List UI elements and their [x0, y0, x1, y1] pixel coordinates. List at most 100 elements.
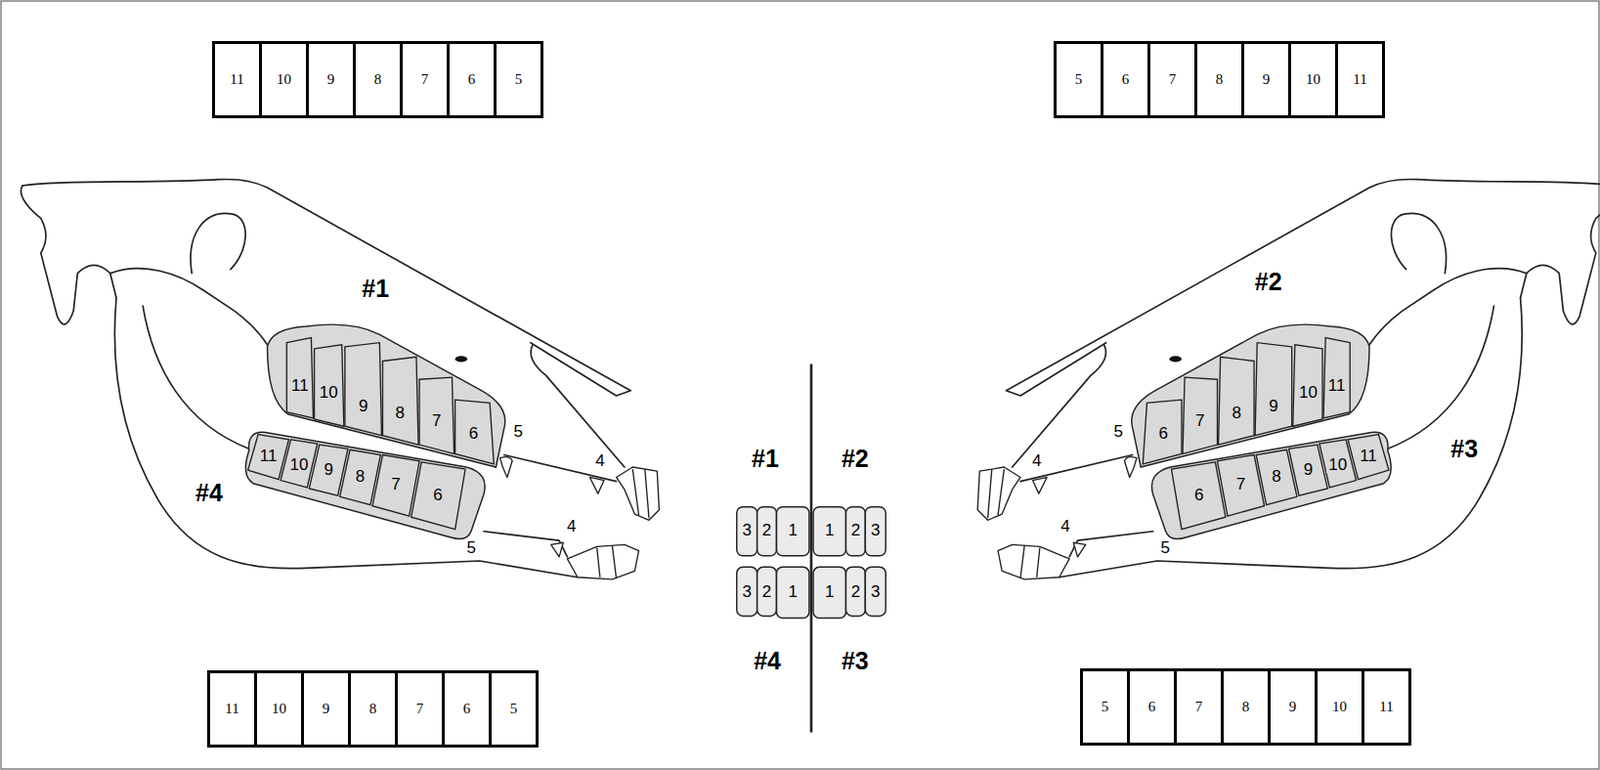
quadrant-label: #2 [839, 446, 871, 472]
tooth-number: 11 [258, 447, 280, 465]
tooth-number: 5 [465, 539, 478, 557]
tooth-chart-cell: 9 [1241, 41, 1292, 119]
cell-number: 8 [1215, 71, 1224, 88]
incisor [757, 566, 778, 616]
cell-number: 11 [1379, 698, 1393, 716]
tooth-number: 10 [287, 456, 310, 474]
tooth-number: 7 [1193, 412, 1207, 430]
incisor-number: 1 [785, 521, 799, 539]
incisor [813, 566, 846, 618]
cell-number: 7 [416, 700, 425, 718]
cell-number: 11 [224, 700, 239, 718]
incisor-number: 3 [868, 583, 882, 601]
incisor-number: 1 [785, 583, 799, 601]
cell-number: 5 [510, 700, 519, 718]
tooth-chart-cell: 9 [1267, 668, 1318, 746]
tooth-chart-cell: 8 [352, 41, 403, 119]
incisor-number: 2 [760, 583, 774, 601]
tooth-number: 9 [321, 461, 335, 478]
tooth-number: 7 [430, 412, 443, 430]
quadrant-label: #3 [1448, 436, 1480, 462]
tooth-chart-cell: 5 [1053, 41, 1104, 119]
cell-number: 6 [468, 71, 476, 88]
tooth-number: 11 [289, 377, 311, 394]
tooth-number: 11 [1357, 447, 1380, 465]
tooth-chart-cell: 11 [1361, 668, 1412, 746]
cell-number: 11 [229, 71, 244, 88]
tooth-number: 8 [1230, 404, 1244, 422]
tooth-number: 4 [564, 518, 578, 535]
cell-number: 9 [1262, 71, 1271, 88]
tooth-number: 10 [1326, 456, 1349, 474]
tooth-chart-cell: 6 [1126, 668, 1177, 746]
tooth-chart-cell: 5 [1080, 668, 1130, 746]
incisor [776, 566, 809, 618]
cell-number: 10 [1305, 71, 1321, 88]
tooth-number: 7 [1234, 475, 1248, 493]
tooth-chart-cell: 6 [446, 41, 497, 119]
tooth-chart-cell: 10 [1288, 41, 1339, 119]
tooth-chart-cell: 11 [207, 670, 258, 748]
incisor [736, 507, 758, 557]
cell-number: 8 [369, 700, 378, 718]
incisor [757, 507, 778, 557]
tooth-chart-cell: 11 [212, 41, 262, 119]
incisor [813, 507, 846, 557]
tooth-chart-cell: 11 [1335, 41, 1385, 119]
tooth-chart-cell: 10 [1314, 668, 1365, 746]
tooth-number: 4 [593, 452, 606, 470]
incisor-number: 2 [849, 521, 863, 539]
tooth-number: 8 [393, 404, 407, 422]
quadrant-label: #4 [193, 480, 225, 506]
tooth-number: 4 [1030, 452, 1043, 470]
tooth-number: 9 [1301, 461, 1315, 478]
tooth-chart-cell: 10 [254, 670, 304, 748]
tooth-chart-cell: 7 [1147, 41, 1198, 119]
cell-number: 5 [515, 71, 523, 88]
cell-number: 6 [463, 700, 472, 718]
cell-number: 8 [1242, 698, 1251, 716]
cell-number: 6 [1122, 71, 1130, 88]
midline [810, 364, 814, 734]
tooth-chart-cell: 8 [347, 670, 398, 748]
cell-number: 9 [1289, 698, 1298, 716]
incisor-number: 2 [760, 521, 774, 539]
incisor [845, 566, 865, 616]
quadrant-label: #3 [839, 648, 871, 674]
tooth-number: 10 [1297, 384, 1320, 401]
incisor-number: 3 [868, 521, 882, 539]
incisor-number: 1 [822, 583, 836, 601]
incisor [845, 507, 865, 557]
quadrant-label: #1 [749, 446, 781, 472]
tooth-chart-cell: 6 [441, 670, 492, 748]
tooth-chart-cell: 5 [488, 670, 539, 748]
tooth-number: 11 [1326, 377, 1348, 394]
cell-number: 10 [271, 700, 287, 718]
cell-number: 5 [1075, 71, 1083, 88]
incisor [776, 507, 809, 557]
tooth-number: 9 [356, 397, 370, 415]
tooth-number: 9 [1266, 397, 1280, 415]
tooth-chart-cell: 7 [394, 670, 445, 748]
cell-number: 7 [1195, 698, 1204, 716]
incisor-number: 1 [822, 521, 836, 539]
cell-number: 9 [322, 700, 331, 718]
cell-number: 9 [327, 71, 336, 88]
tooth-number: 6 [1156, 425, 1169, 442]
cell-number: 8 [374, 71, 383, 88]
incisor-number: 2 [849, 583, 863, 601]
tooth-chart-cell: 9 [305, 41, 356, 119]
quadrant-label: #1 [359, 276, 391, 302]
cell-number: 5 [1101, 698, 1110, 716]
quadrant-label: #2 [1253, 269, 1285, 295]
incisor-number: 3 [739, 521, 753, 539]
tooth-chart-cell: 6 [1100, 41, 1151, 119]
tooth-number: 4 [1058, 518, 1072, 535]
skull-right [977, 178, 1600, 579]
cell-number: 7 [421, 71, 430, 88]
skull-left [20, 178, 659, 579]
tooth-number: 6 [431, 486, 444, 504]
tooth-number: 6 [467, 425, 480, 442]
tooth-number: 8 [1269, 468, 1283, 485]
